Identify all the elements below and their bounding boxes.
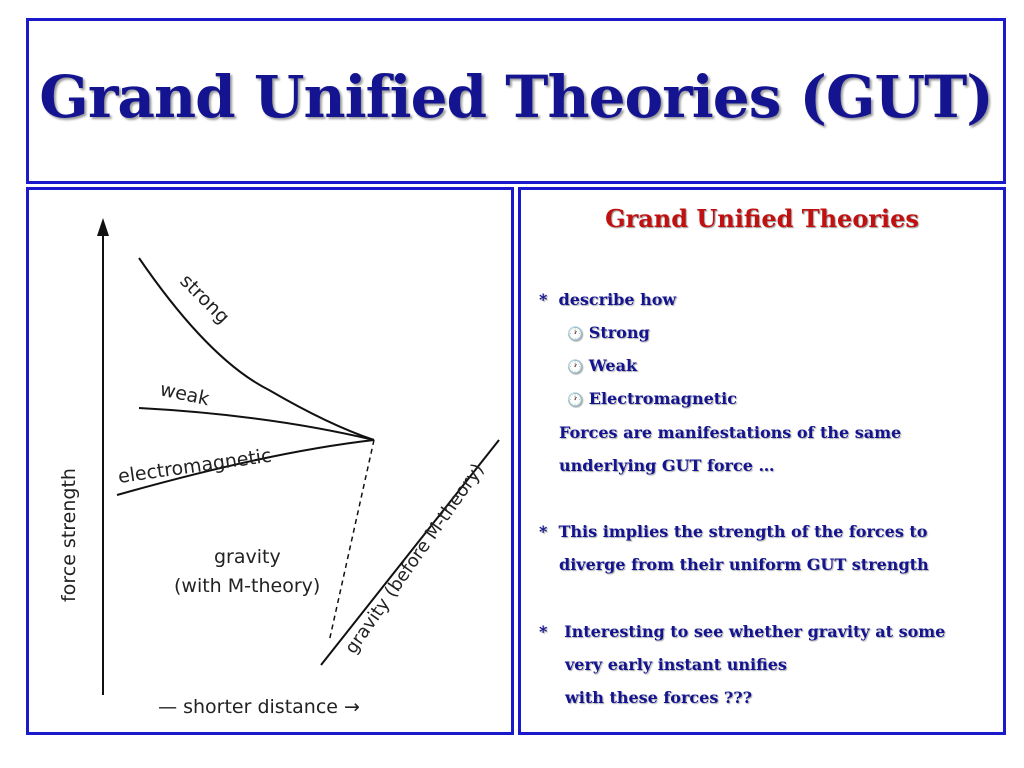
weak-curve [138, 407, 375, 441]
force-strength-diagram: force strength — shorter distance → stro… [58, 218, 500, 718]
point2-line2: diverge from their uniform GUT strength [559, 555, 929, 574]
item-strong: Strong [588, 323, 650, 342]
diagram-panel: force strength — shorter distance → stro… [26, 187, 514, 735]
point2-text1: This implies the strength of the forces … [558, 522, 928, 541]
panel-heading: Grand Unified Theories [605, 204, 919, 233]
clock-icon: 🕐 [567, 360, 584, 375]
electromagnetic-label: electromagnetic [117, 445, 273, 488]
electromagnetic-curve [116, 439, 375, 496]
point3-line1: * Interesting to see whether gravity at … [539, 622, 945, 641]
title-box: Grand Unified Theories (GUT) [26, 18, 1006, 184]
clock-icon: 🕐 [567, 393, 584, 408]
item-weak: Weak [588, 356, 638, 375]
slide-title: Grand Unified Theories (GUT) [39, 63, 993, 131]
gravity-before-m-theory-line [320, 439, 500, 666]
point1-cont2: underlying GUT force … [559, 456, 775, 475]
gravity-label-line2: (with M-theory) [174, 575, 320, 597]
point3-line3: with these forces ??? [565, 688, 753, 707]
clock-icon: 🕐 [567, 327, 584, 342]
list-item-electromagnetic: 🕐 Electromagnetic [567, 389, 737, 408]
bullet-3: * [539, 622, 548, 641]
x-axis-label: — shorter distance → [158, 696, 360, 718]
gravity-m-theory-dashed-line [328, 439, 375, 643]
item-electromagnetic: Electromagnetic [588, 389, 737, 408]
point3-line2: very early instant unifies [565, 655, 787, 674]
bullet-2: * [539, 522, 548, 541]
list-item-weak: 🕐 Weak [567, 356, 637, 375]
bullet-1: * [539, 290, 548, 309]
point2-line1: * This implies the strength of the force… [539, 522, 927, 541]
point1-line: * describe how [539, 290, 676, 309]
y-axis-arrow [97, 218, 109, 236]
text-panel: Grand Unified Theories * describe how 🕐 … [518, 187, 1006, 735]
weak-label: weak [158, 378, 211, 410]
point1-lead: describe how [558, 290, 677, 309]
strong-curve [138, 257, 375, 441]
strong-label: strong [175, 270, 233, 328]
point3-text1: Interesting to see whether gravity at so… [564, 622, 946, 641]
list-item-strong: 🕐 Strong [567, 323, 650, 342]
gravity-label-line1: gravity [214, 546, 281, 568]
point1-cont1: Forces are manifestations of the same [559, 423, 902, 442]
y-axis-label: force strength [58, 468, 80, 602]
gravity-before-label: gravity (before M-theory) [341, 460, 489, 658]
